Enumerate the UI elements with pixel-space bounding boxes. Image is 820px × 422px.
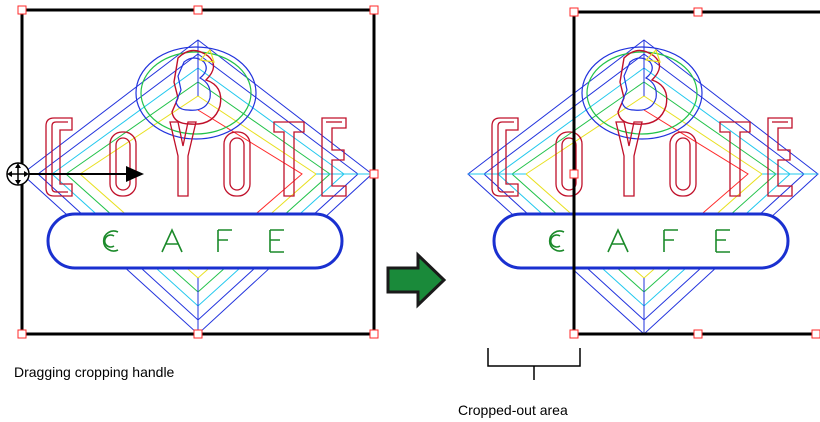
four-way-drag-cursor-icon[interactable]	[6, 162, 30, 186]
right-caption: Cropped-out area	[458, 402, 568, 418]
cropped-logo-panel	[466, 7, 820, 380]
left-caption: Dragging cropping handle	[14, 364, 175, 380]
original-logo-panel	[6, 5, 379, 339]
cropped-crop-handles[interactable]	[569, 7, 820, 339]
drag-direction-arrow	[26, 166, 144, 182]
right-arrow-icon	[386, 251, 447, 309]
cropped-out-bracket	[487, 348, 581, 380]
crop-handles[interactable]	[17, 5, 379, 339]
